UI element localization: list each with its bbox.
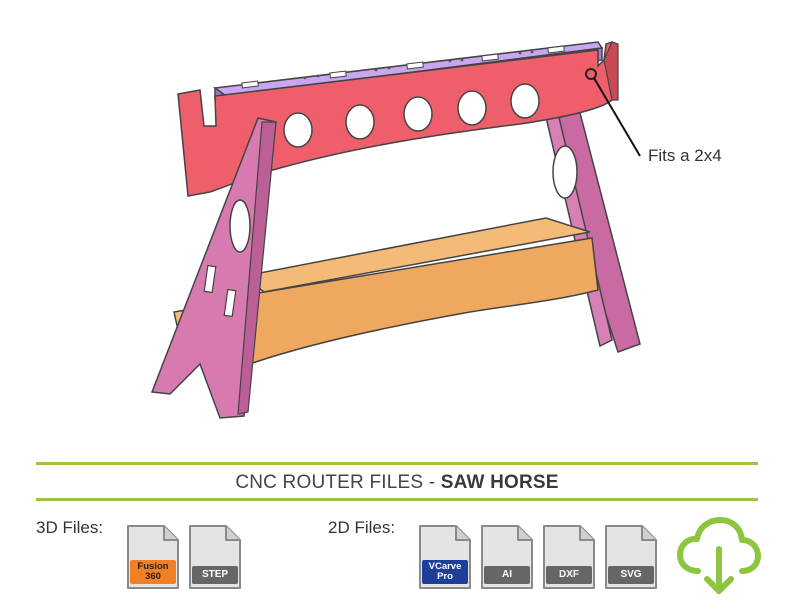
- vcarve-pro-file-icon[interactable]: VCarve Pro: [418, 524, 472, 590]
- ai-file-icon[interactable]: AI: [480, 524, 534, 590]
- step-file-icon[interactable]: STEP: [188, 524, 242, 590]
- fits-2x4-annotation: Fits a 2x4: [648, 146, 722, 165]
- file-type-label: AI: [484, 566, 530, 584]
- title-product: SAW HORSE: [440, 472, 559, 493]
- divider-bottom: [36, 498, 758, 501]
- dxf-file-icon[interactable]: DXF: [542, 524, 596, 590]
- 3d-files-label: 3D Files:: [36, 518, 104, 537]
- file-type-label: Fusion 360: [130, 560, 176, 584]
- fusion-360-file-icon[interactable]: Fusion 360: [126, 524, 180, 590]
- page-title: CNC ROUTER FILES - SAW HORSE: [0, 472, 794, 494]
- svg-file-icon[interactable]: SVG: [604, 524, 658, 590]
- file-type-label: STEP: [192, 566, 238, 584]
- divider-top: [36, 462, 758, 465]
- title-prefix: CNC ROUTER FILES -: [235, 472, 441, 493]
- right-leg: [539, 81, 641, 353]
- annotation-leader-line: [593, 77, 641, 157]
- saw-horse-illustration: [150, 40, 641, 419]
- file-type-label: VCarve Pro: [422, 560, 468, 584]
- cloud-download-icon[interactable]: [676, 515, 762, 597]
- 2d-files-label: 2D Files:: [328, 518, 396, 537]
- left-leg: [150, 117, 277, 419]
- file-type-label: DXF: [546, 566, 592, 584]
- file-type-label: SVG: [608, 566, 654, 584]
- top-rail: [177, 40, 619, 197]
